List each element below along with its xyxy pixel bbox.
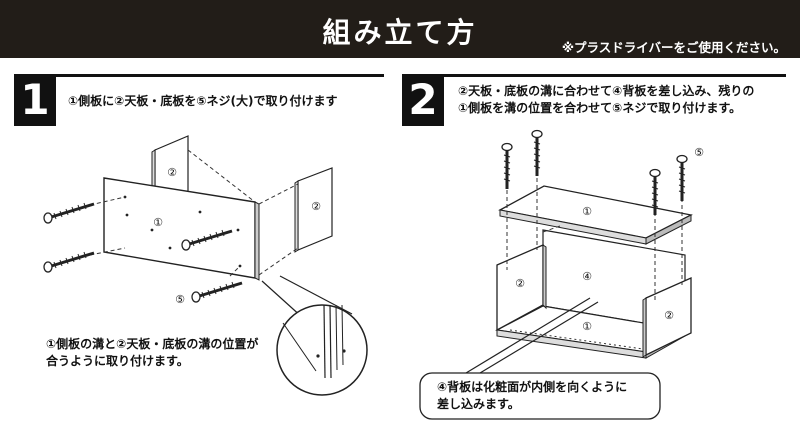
step-2-number: 2 (402, 74, 444, 126)
step-2-caption-line2: 差し込みます。 (437, 397, 520, 411)
step-2-instruction-line2: ①側板を溝の位置を合わせて⑤ネジで取り付けます。 (458, 101, 742, 115)
step2-label-screw: ⑤ (694, 146, 704, 159)
step2-left-panel (496, 244, 547, 332)
step2-label-top: ① (582, 205, 592, 218)
step-2-caption-line1: ④背板は化粧面が内側を向くように (437, 380, 628, 394)
step2-label-bottom: ① (582, 320, 592, 333)
step2-label-right: ② (664, 309, 674, 322)
step-1-caption-line2: 合うように取り付けます。 (46, 354, 189, 368)
step2-label-back: ④ (582, 270, 592, 283)
step2-box-body (495, 305, 687, 359)
step1-label-top: ② (167, 166, 177, 179)
screwdriver-note: ※プラスドライバーをご使用ください。 (561, 40, 786, 55)
zoom-detail-circle (276, 304, 368, 396)
step1-label-screw: ⑤ (175, 293, 185, 306)
step2-right-panel (642, 276, 692, 358)
step-1-instruction: ①側板に②天板・底板を⑤ネジ(大)で取り付けます (68, 94, 338, 108)
step-1-number: 1 (14, 74, 56, 126)
zoom-leader (261, 280, 304, 319)
back-panel-leader (465, 297, 591, 374)
page-title: 組み立て方 (322, 16, 478, 49)
step2-top-panel (498, 185, 693, 245)
header-bar: 組み立て方 ※プラスドライバーをご使用ください。 (0, 0, 800, 58)
step-2-rule (402, 74, 786, 77)
step1-label-right: ② (311, 200, 321, 213)
step-2-instruction-line1: ②天板・底板の溝に合わせて④背板を差し込み、残りの (458, 84, 755, 98)
step-1-caption-line1: ①側板の溝と②天板・底板の溝の位置が (46, 337, 259, 351)
step-1-rule (14, 74, 384, 77)
step2-caption-box (419, 372, 661, 420)
step1-side-panel (103, 177, 260, 281)
step2-label-left: ② (515, 277, 525, 290)
step1-label-side: ① (153, 216, 163, 229)
step1-right-panel (294, 167, 333, 253)
